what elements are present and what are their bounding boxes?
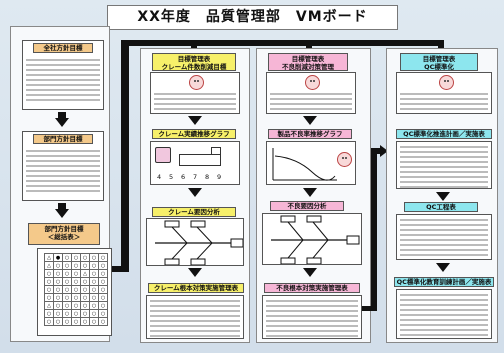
- quality-plan-title: クレーム根本対策実施管理表: [148, 283, 244, 293]
- defect-plan-title: 不良根本対策実施管理表: [264, 283, 360, 293]
- quality-goal-title: 目標管理表 クレーム件数削減目標: [152, 53, 236, 71]
- company-goal-document: 全社方針目標: [22, 40, 104, 110]
- qc-promo-table: [396, 141, 492, 189]
- defect-fishbone-diagram: [271, 215, 360, 264]
- qc-goal-title: 目標管理表 QC標準化: [400, 53, 478, 71]
- connector-drop-defect: [306, 40, 312, 48]
- connector-drop-quality: [191, 40, 197, 48]
- summary-table: △●○○○○○ △○○○○○○ ○○○○△○○ ○○○○○○○ ○○○○○○○ …: [37, 248, 112, 336]
- connector-bottom-horizontal: [112, 266, 129, 272]
- dept-goal-document: 部門方針目標: [22, 131, 104, 201]
- dept-goal-title: 部門方針目標: [33, 134, 93, 144]
- defect-goal-document: [266, 72, 356, 114]
- trend-number: 5: [169, 173, 174, 181]
- defect-goal-title: 目標管理表 不良削減対策管理: [268, 53, 348, 71]
- qc-process-title: QC工程表: [404, 202, 478, 212]
- quality-analysis-title: クレーム要因分析: [152, 207, 236, 217]
- defect-fishbone: [262, 213, 362, 265]
- trend-number: 9: [217, 173, 222, 181]
- company-goal-title: 全社方針目標: [33, 43, 93, 53]
- quality-plan-table: [146, 295, 244, 339]
- qc-promo-title: QC標準化推進計画／実施表: [396, 129, 492, 139]
- down-arrowhead-2: [55, 209, 69, 218]
- connector-top-horizontal: [121, 40, 444, 46]
- quality-arrowhead-3: [188, 268, 202, 277]
- defect-arrowhead-1: [303, 116, 317, 125]
- qc-edu-table: [396, 289, 492, 339]
- trend-number: 7: [193, 173, 198, 181]
- board-title: XX年度 品質管理部 VMボード: [107, 5, 398, 30]
- defect-face-icon: [305, 75, 320, 90]
- quality-face-icon: [189, 75, 204, 90]
- quality-goal-document: [150, 72, 240, 114]
- defect-trend-chart: [266, 141, 356, 185]
- connector-drop-qc: [438, 40, 444, 48]
- connector-to-qc-horizontal: [371, 148, 381, 154]
- fishbone-diagram: [155, 220, 243, 265]
- trend-number: 8: [205, 173, 210, 181]
- connector-to-qc-arrowhead: [380, 145, 388, 157]
- down-arrowhead-1: [55, 118, 69, 127]
- connector-to-qc-vertical: [371, 148, 377, 310]
- qc-face-icon: [439, 75, 454, 90]
- qc-arrowhead-2: [436, 263, 450, 272]
- quality-arrowhead-1: [188, 116, 202, 125]
- defect-trend-line: [272, 148, 337, 181]
- qc-process-table: [396, 214, 492, 260]
- quality-trend-title: クレーム実績推移グラフ: [152, 129, 236, 139]
- summary-grid: △●○○○○○ △○○○○○○ ○○○○△○○ ○○○○○○○ ○○○○○○○ …: [44, 253, 108, 326]
- qc-arrowhead-1: [436, 192, 450, 201]
- defect-analysis-title: 不良要因分析: [270, 201, 344, 211]
- defect-arrowhead-2: [303, 188, 317, 197]
- down-arrow-2: [58, 203, 66, 209]
- quality-arrowhead-2: [188, 188, 202, 197]
- robot-icon: [155, 147, 171, 163]
- qc-edu-title: QC標準化教育訓練計画／実施表: [394, 277, 494, 287]
- down-arrow-1: [58, 112, 66, 118]
- quality-fishbone: [146, 218, 244, 266]
- connector-vertical: [121, 40, 129, 272]
- defect-arrowhead-3: [303, 268, 317, 277]
- trend-number: 4: [157, 173, 162, 181]
- trend-number: 6: [181, 173, 186, 181]
- connector-bottom-link: [362, 306, 377, 311]
- qc-goal-document: [396, 72, 492, 114]
- defect-plan-table: [262, 295, 362, 339]
- defect-trend-title: 製品不良率推移グラフ: [268, 129, 352, 139]
- summary-title: 部門方針目標 ＜総括表＞: [28, 223, 100, 245]
- defect-trend-face-icon: [337, 152, 352, 167]
